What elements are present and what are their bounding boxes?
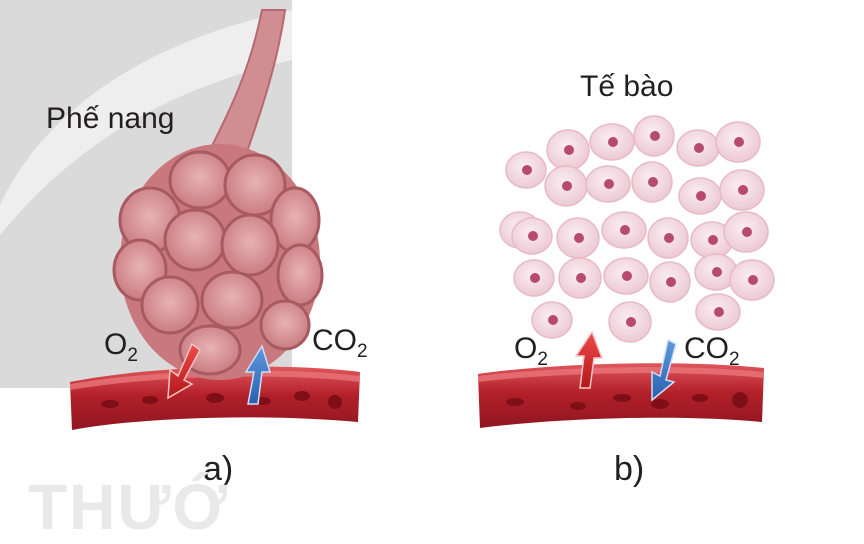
cell-nucleus (574, 233, 584, 243)
cell-nucleus (712, 267, 722, 277)
o2-arrow-a (167, 342, 201, 400)
co2-arrow-a (244, 344, 272, 405)
cell-nucleus (664, 233, 674, 243)
co2-label-a: CO2 (312, 324, 368, 362)
cell-nucleus (650, 131, 660, 141)
gas-exchange-diagram (0, 0, 775, 430)
cell-nucleus (562, 181, 572, 191)
cell-nucleus (626, 317, 636, 327)
alveoli-label: Phế nang (46, 102, 175, 135)
cell-nucleus (666, 277, 676, 287)
alveolar-sac (112, 144, 324, 380)
o2-label-a-base: O (104, 328, 128, 361)
o2-label-a: O2 (104, 328, 138, 366)
co2-label-b: CO2 (684, 332, 740, 370)
cells-label: Tế bào (580, 70, 674, 103)
co2-label-a-sub: 2 (357, 341, 368, 362)
capillary-b-highlight (478, 367, 764, 382)
red-blood-cells-b (506, 392, 748, 410)
cell-nucleus (694, 143, 704, 153)
cell-nucleus (522, 165, 532, 175)
o2-label-b: O2 (514, 332, 548, 370)
cell-nucleus (748, 275, 758, 285)
co2-arrow-b (651, 338, 677, 402)
cell-nucleus (648, 177, 658, 187)
panel-a (70, 9, 360, 430)
cell-nucleus (576, 273, 586, 283)
cell-nucleus (620, 225, 630, 235)
panel-a-caption: a) (203, 450, 234, 488)
co2-label-b-base: CO (684, 332, 729, 365)
capillary-a-highlight (70, 370, 360, 390)
cell-nucleus (528, 231, 538, 241)
cell-nucleus (564, 145, 574, 155)
panel-b (478, 115, 775, 428)
cell-nucleus (708, 235, 718, 245)
watermark: THƯỚ (28, 471, 229, 543)
panel-b-caption: b) (614, 450, 645, 488)
cell-nucleus (530, 273, 540, 283)
cell-nucleus (622, 271, 632, 281)
co2-label-b-sub: 2 (729, 349, 740, 370)
cell-nucleus (734, 137, 744, 147)
cell-nucleus (738, 185, 748, 195)
o2-arrow-b (574, 330, 604, 389)
cell-nucleus (548, 315, 558, 325)
o2-label-b-base: O (514, 332, 538, 365)
cell-nucleus (714, 307, 724, 317)
cell-nucleus (742, 227, 752, 237)
cell-nucleus (696, 191, 706, 201)
o2-label-a-sub: 2 (127, 345, 138, 366)
co2-label-a-base: CO (312, 324, 357, 357)
cell-nucleus (604, 179, 614, 189)
cell-nucleus (608, 137, 618, 147)
o2-label-b-sub: 2 (537, 349, 548, 370)
bronchiole (208, 9, 287, 162)
background-arc (0, 10, 292, 235)
tissue-cells (499, 115, 775, 343)
